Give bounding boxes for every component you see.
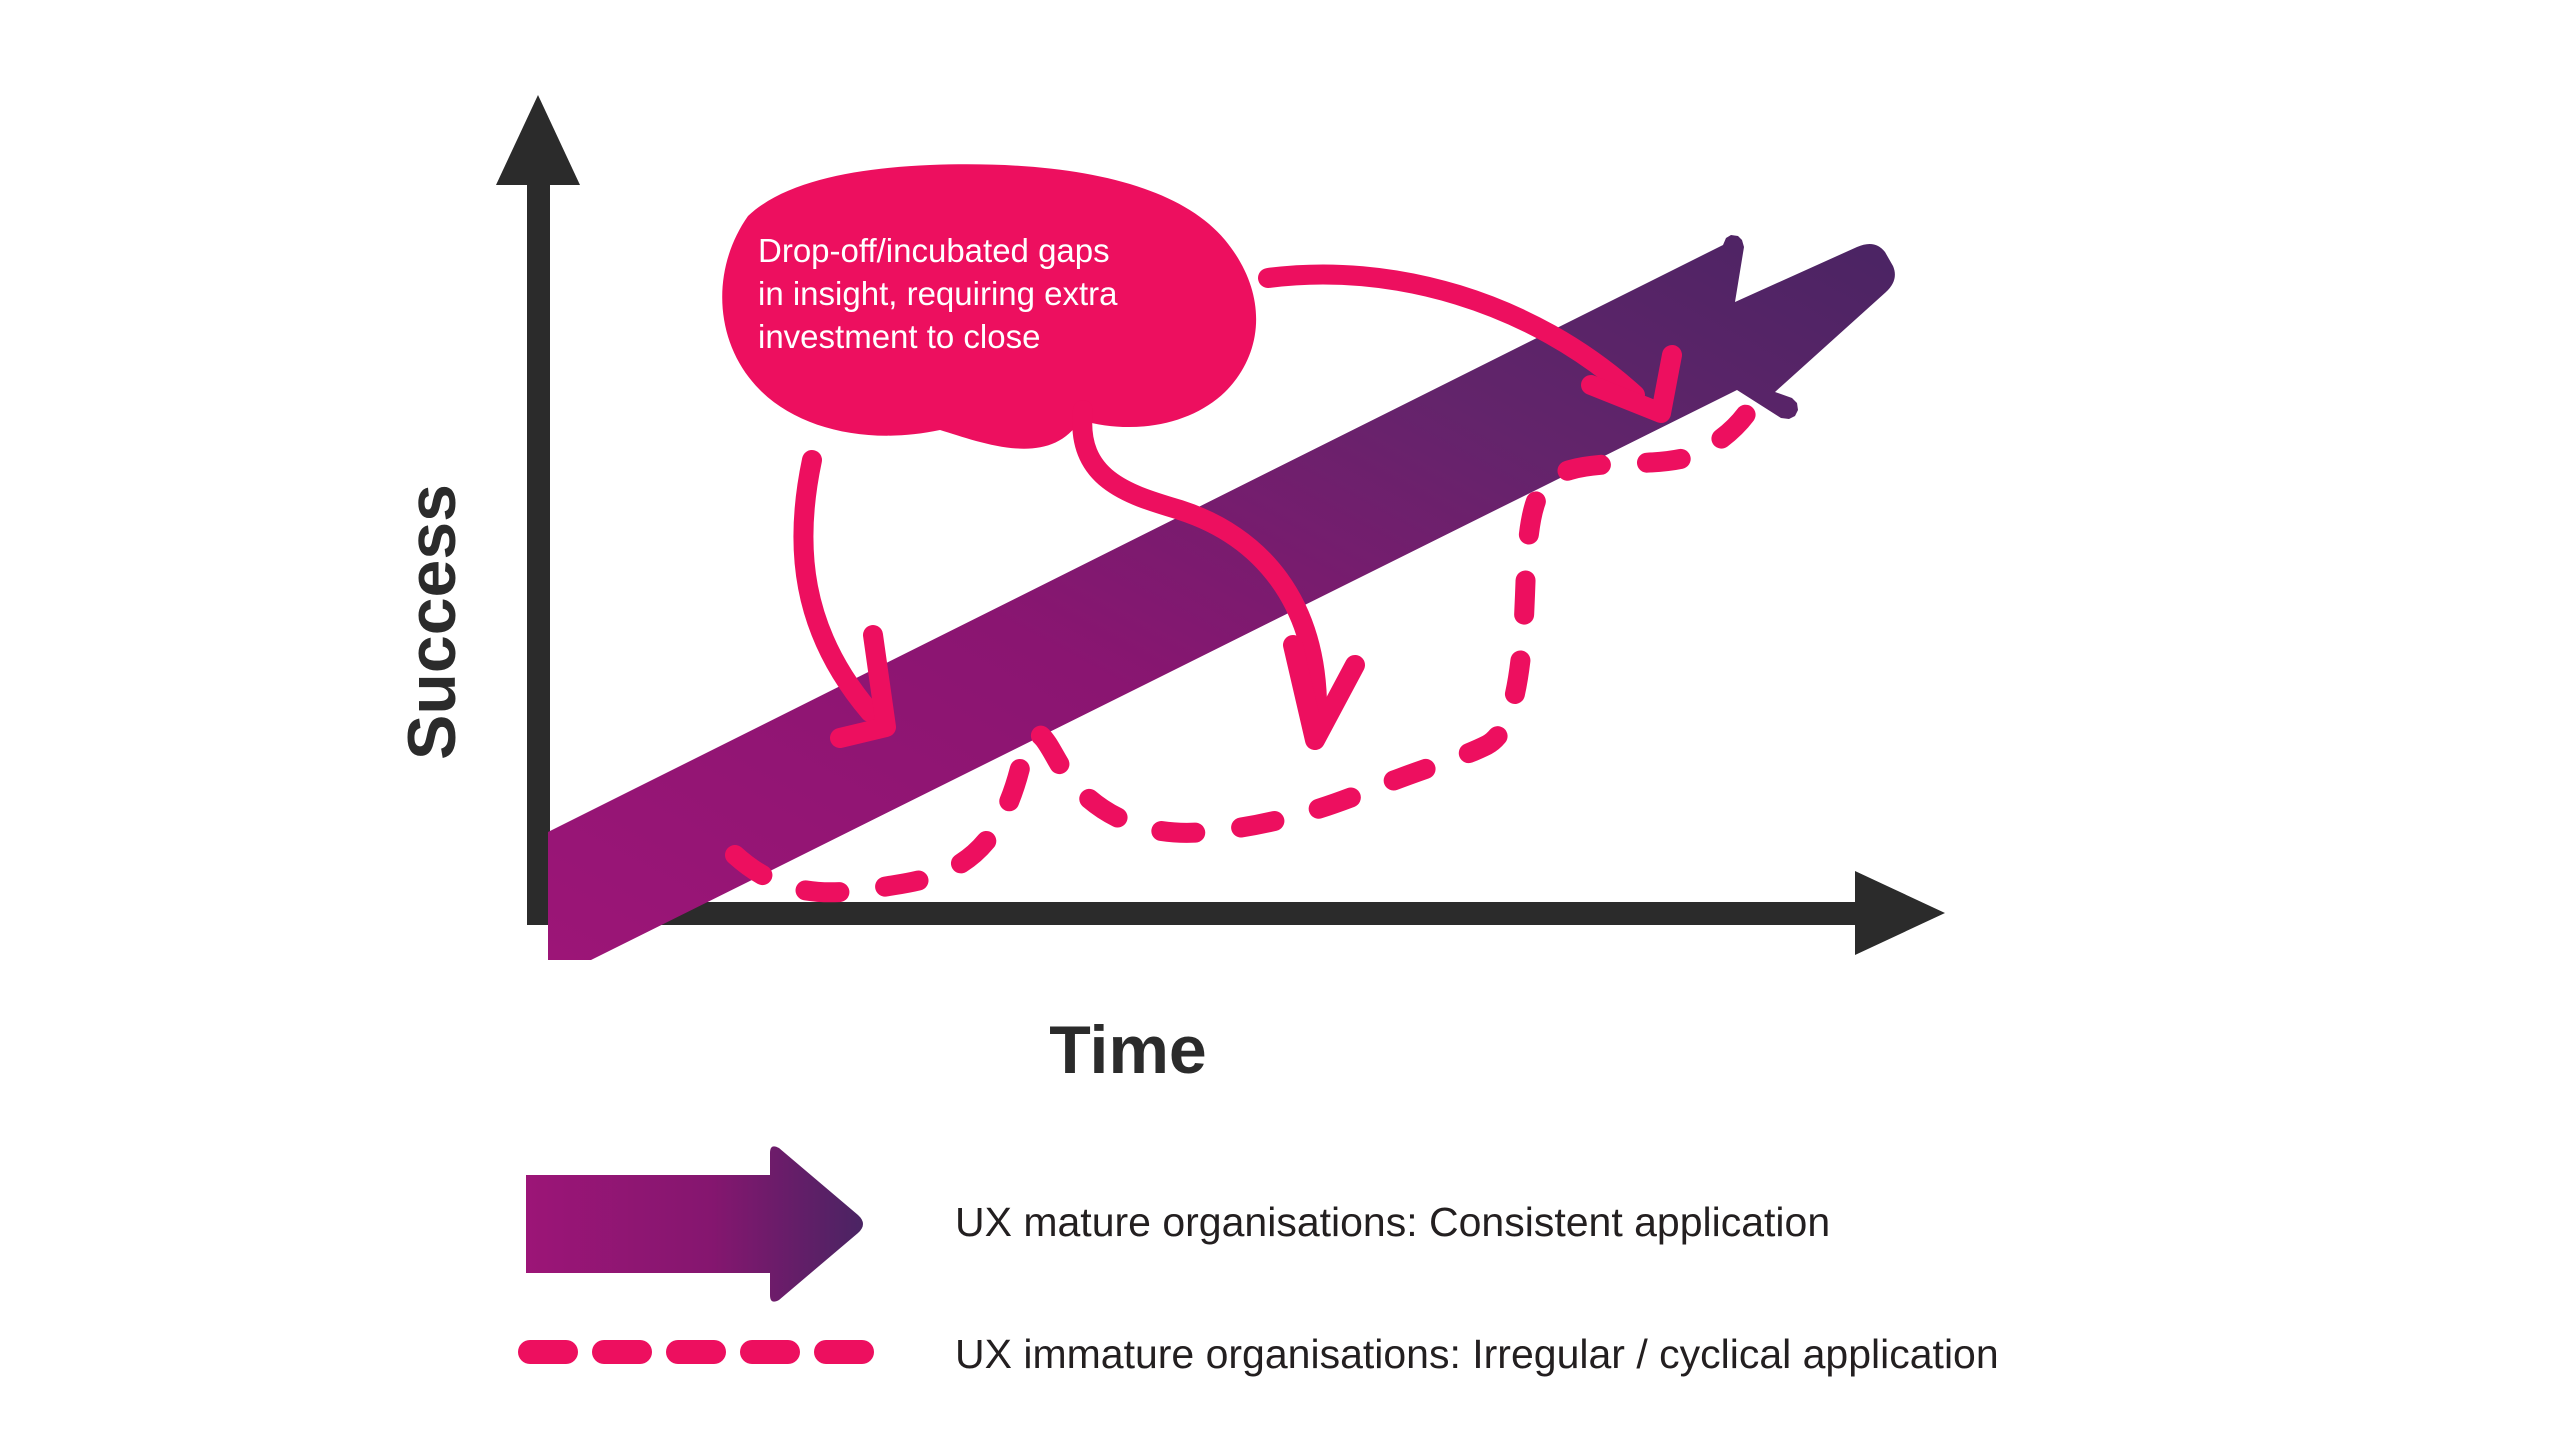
callout-bubble-shape: [722, 164, 1257, 449]
y-axis-line: [527, 140, 550, 925]
callout-bubble: Drop-off/incubated gaps in insight, requ…: [722, 164, 1257, 449]
legend-mature-arrow-icon: [526, 1146, 863, 1302]
callout-line-3: investment to close: [758, 318, 1040, 355]
y-axis-arrowhead: [496, 95, 580, 185]
legend: UX mature organisations: Consistent appl…: [518, 1146, 1999, 1377]
y-axis-label: Success: [394, 484, 470, 760]
mature-growth-arrow-shape: [548, 235, 1895, 960]
legend-immature-label: UX immature organisations: Irregular / c…: [955, 1331, 1999, 1377]
pointer-arrow-left: [793, 450, 896, 748]
x-axis-arrowhead: [1855, 871, 1945, 955]
pointer-arrow-right-head: [1581, 345, 1682, 423]
mature-growth-arrow: [548, 235, 1895, 960]
pointer-arrow-left-head: [830, 625, 896, 748]
x-axis-label: Time: [1049, 1012, 1206, 1088]
callout-line-1: Drop-off/incubated gaps: [758, 232, 1110, 269]
pointer-arrow-middle: [1072, 400, 1365, 750]
pointer-arrow-right-stem: [1258, 264, 1645, 405]
immature-dashed-line: [725, 382, 1768, 903]
x-axis-line: [527, 902, 1887, 925]
legend-item-immature: UX immature organisations: Irregular / c…: [518, 1331, 1999, 1377]
pointer-arrow-middle-head: [1283, 635, 1365, 750]
pointer-arrow-right: [1258, 264, 1682, 423]
legend-mature-label: UX mature organisations: Consistent appl…: [955, 1199, 1830, 1245]
callout-line-2: in insight, requiring extra: [758, 275, 1118, 312]
legend-item-mature: UX mature organisations: Consistent appl…: [526, 1146, 1830, 1302]
axes-group: [496, 95, 1945, 955]
pointer-arrow-left-stem: [793, 450, 880, 722]
pointer-arrow-middle-stem: [1072, 400, 1328, 728]
immature-dashed-path: [725, 382, 1768, 903]
